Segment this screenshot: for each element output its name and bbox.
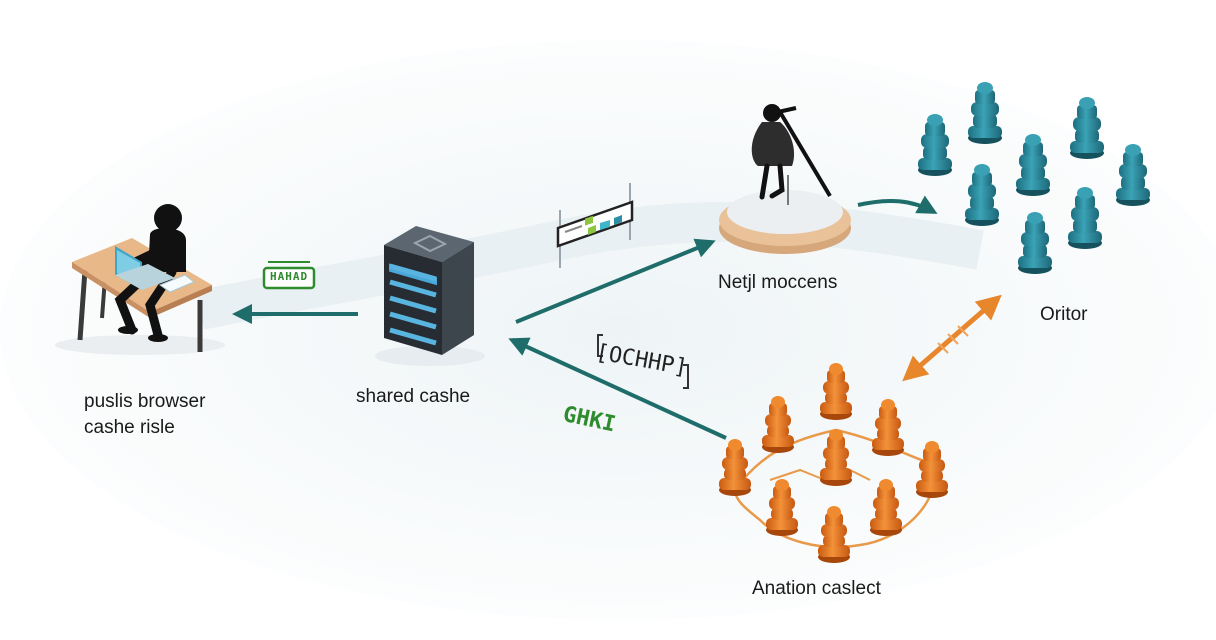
header-tag-brackets	[597, 334, 689, 389]
green-badge-text: HAHAD	[270, 270, 309, 283]
floor-glow	[0, 40, 1216, 620]
arrow-cluster-to-cache	[508, 337, 727, 440]
browser-label: puslis browser cashe risle	[84, 389, 205, 441]
browser-user-illustration	[55, 204, 225, 355]
dashboard-panel	[556, 183, 634, 268]
arrow-ticks	[937, 325, 969, 354]
browser-label-line1: puslis browser	[84, 391, 206, 412]
cluster-pawn-group	[719, 363, 948, 563]
arrow-cache-to-network	[515, 238, 716, 324]
shared-cache-server-illustration	[375, 226, 485, 366]
network-label: Netjl moccens	[718, 272, 838, 293]
arrow-network-to-origin	[857, 195, 938, 214]
cluster-label: Anation caslect	[752, 578, 881, 599]
browser-label-line2: cashe risle	[84, 417, 175, 438]
green-badge-frame	[262, 261, 316, 290]
network-platform-illustration	[719, 104, 851, 254]
origin-label: Oritor	[1040, 304, 1088, 325]
shared-cache-label: shared cashe	[356, 386, 471, 407]
